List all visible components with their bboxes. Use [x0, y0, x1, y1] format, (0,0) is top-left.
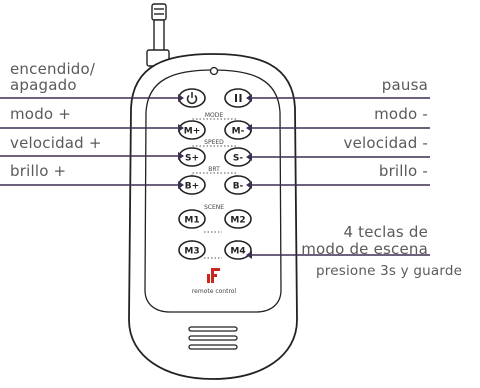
scene-m4-label: M4	[230, 247, 245, 257]
mode-plus-button[interactable]: M+	[178, 120, 206, 140]
label-bright-minus: brillo -	[378, 162, 428, 180]
label-speed-minus: velocidad -	[343, 134, 428, 152]
scene-m3-label: M3	[184, 247, 199, 257]
scene-m2-label: M2	[230, 216, 245, 226]
speed-minus-button[interactable]: S-	[224, 147, 252, 167]
label-pause: pausa	[381, 76, 428, 94]
brand-logo	[207, 268, 220, 283]
mode-minus-label: M-	[232, 127, 245, 137]
scene-m1-label: M1	[184, 216, 199, 226]
leader-arrowheads	[178, 94, 252, 259]
scene-m4-button[interactable]: M4	[224, 240, 252, 260]
label-speed-plus: velocidad +	[10, 134, 102, 152]
label-power-line1: encendido/	[10, 60, 96, 78]
speed-minus-label: S-	[233, 154, 243, 164]
scene-m1-button[interactable]: M1	[178, 209, 206, 229]
group-label-speed: SPEED	[204, 139, 224, 146]
label-scene-line1: 4 teclas de	[343, 223, 428, 241]
speed-plus-label: S+	[185, 154, 199, 164]
bright-plus-label: B+	[185, 182, 199, 192]
label-bright-plus: brillo +	[10, 162, 67, 180]
brand-text: remote control	[192, 288, 237, 295]
mode-minus-button[interactable]: M-	[224, 120, 252, 140]
scene-m3-button[interactable]: M3	[178, 240, 206, 260]
group-label-scene: SCENE	[204, 204, 224, 211]
label-save: presione 3s y guarde	[316, 263, 463, 279]
antenna	[146, 3, 170, 67]
power-icon	[186, 92, 198, 105]
label-mode-minus: modo -	[374, 105, 428, 123]
bright-minus-label: B-	[233, 182, 244, 192]
speed-plus-button[interactable]: S+	[178, 147, 206, 167]
label-mode-plus: modo +	[10, 105, 72, 123]
group-label-brt: BRT	[208, 166, 220, 173]
pause-icon	[235, 94, 242, 102]
ir-led	[209, 66, 219, 76]
scene-m2-button[interactable]: M2	[224, 209, 252, 229]
label-scene-line2: modo de escena	[301, 240, 428, 258]
speaker-grille	[188, 326, 238, 350]
label-power-line2: apagado	[10, 76, 77, 94]
group-label-mode: MODE	[205, 112, 224, 119]
leader-lines	[0, 97, 430, 256]
mode-plus-label: M+	[184, 127, 201, 137]
